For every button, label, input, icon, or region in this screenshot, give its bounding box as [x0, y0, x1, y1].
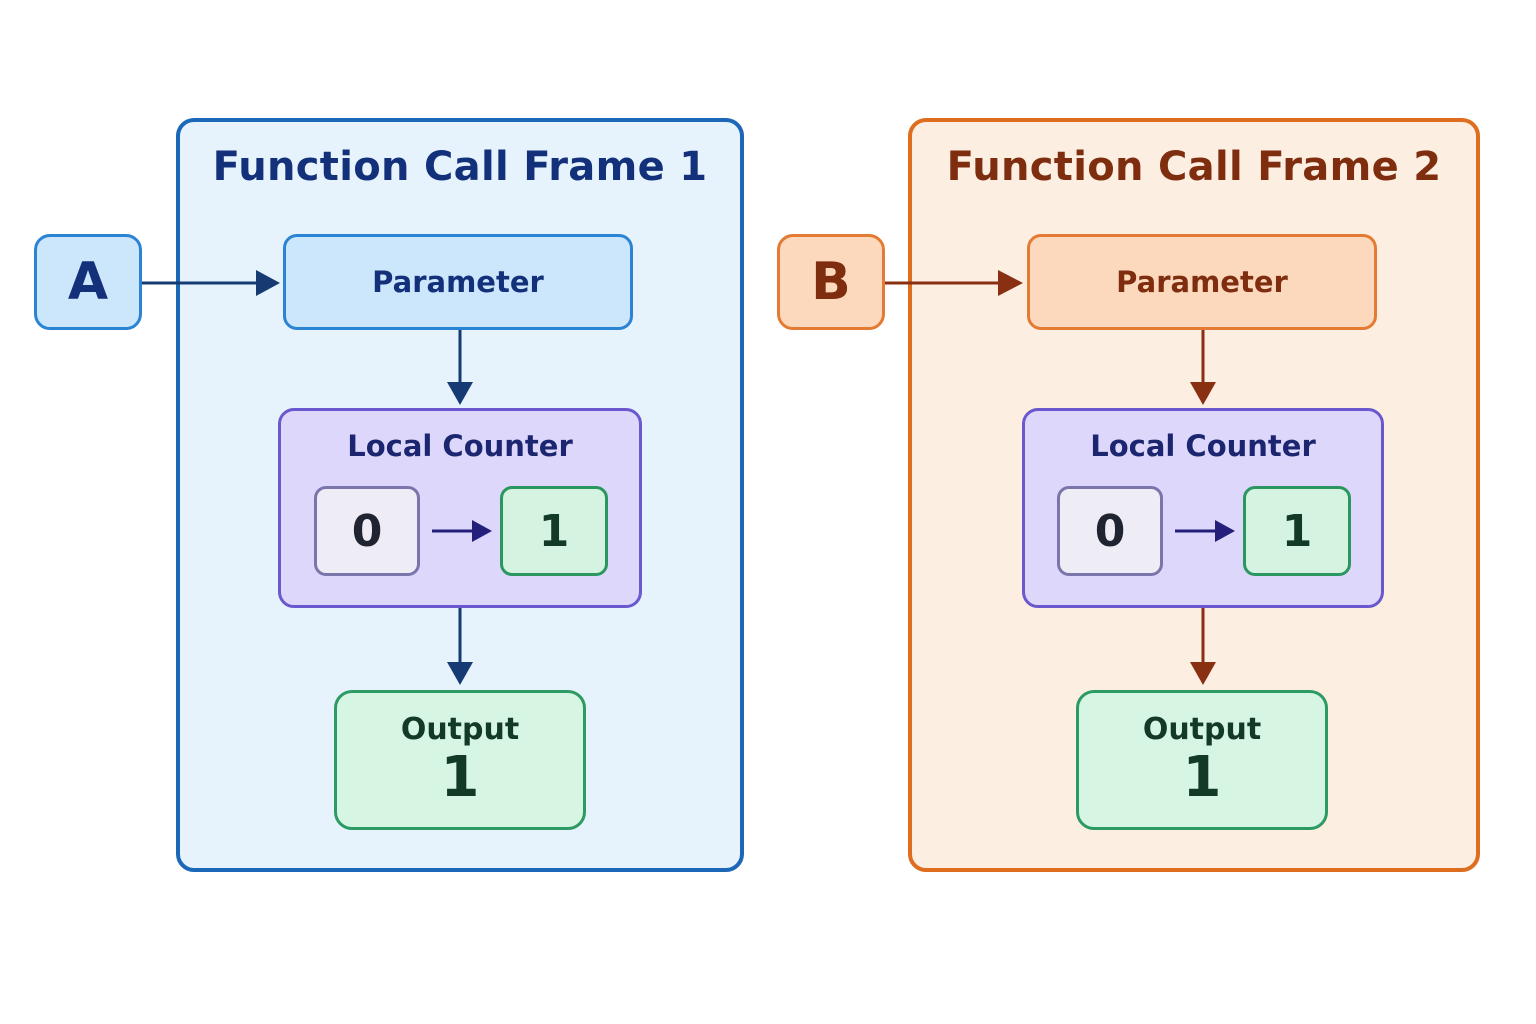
- input-b-box: B: [777, 234, 885, 330]
- frame-1-title: Function Call Frame 1: [212, 144, 708, 190]
- frame-1-counter-updated-value: 1: [500, 486, 608, 576]
- frame-2-counter-initial-value: 0: [1057, 486, 1163, 576]
- frame-1-local-counter-title: Local Counter: [347, 429, 573, 463]
- frame-2-output-value: 1: [1182, 745, 1222, 810]
- frame-1-output-value: 1: [440, 745, 480, 810]
- frame-2-output-label: Output: [1142, 712, 1262, 747]
- frame-2-title: Function Call Frame 2: [946, 144, 1442, 190]
- input-a-box: A: [34, 234, 142, 330]
- frame-2-counter-updated-value: 1: [1243, 486, 1351, 576]
- frame-2-local-counter-title: Local Counter: [1090, 429, 1316, 463]
- frame-1-output-label: Output: [400, 712, 520, 747]
- frame-2-output-box: Output 1: [1076, 690, 1328, 830]
- frame-1-output-box: Output 1: [334, 690, 586, 830]
- frame-2-parameter-box: Parameter: [1027, 234, 1377, 330]
- frame-1-counter-initial-value: 0: [314, 486, 420, 576]
- frame-1-parameter-box: Parameter: [283, 234, 633, 330]
